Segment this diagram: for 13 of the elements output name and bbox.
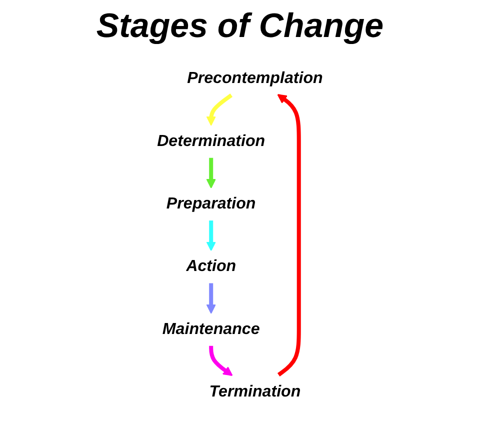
node-text: Determination — [157, 132, 266, 150]
diagram-title: Stages of Change — [95, 6, 385, 46]
node-text: Preparation — [166, 194, 256, 212]
node-text: Termination — [209, 382, 301, 400]
node-text: Precontemplation — [187, 68, 323, 87]
arrow — [277, 94, 301, 376]
arrow — [209, 345, 233, 376]
node-text: Action — [186, 257, 236, 275]
node-text: Maintenance — [162, 320, 260, 338]
arrow — [206, 220, 216, 251]
arrow — [206, 282, 216, 314]
arrow — [206, 93, 233, 126]
arrow — [206, 157, 216, 188]
